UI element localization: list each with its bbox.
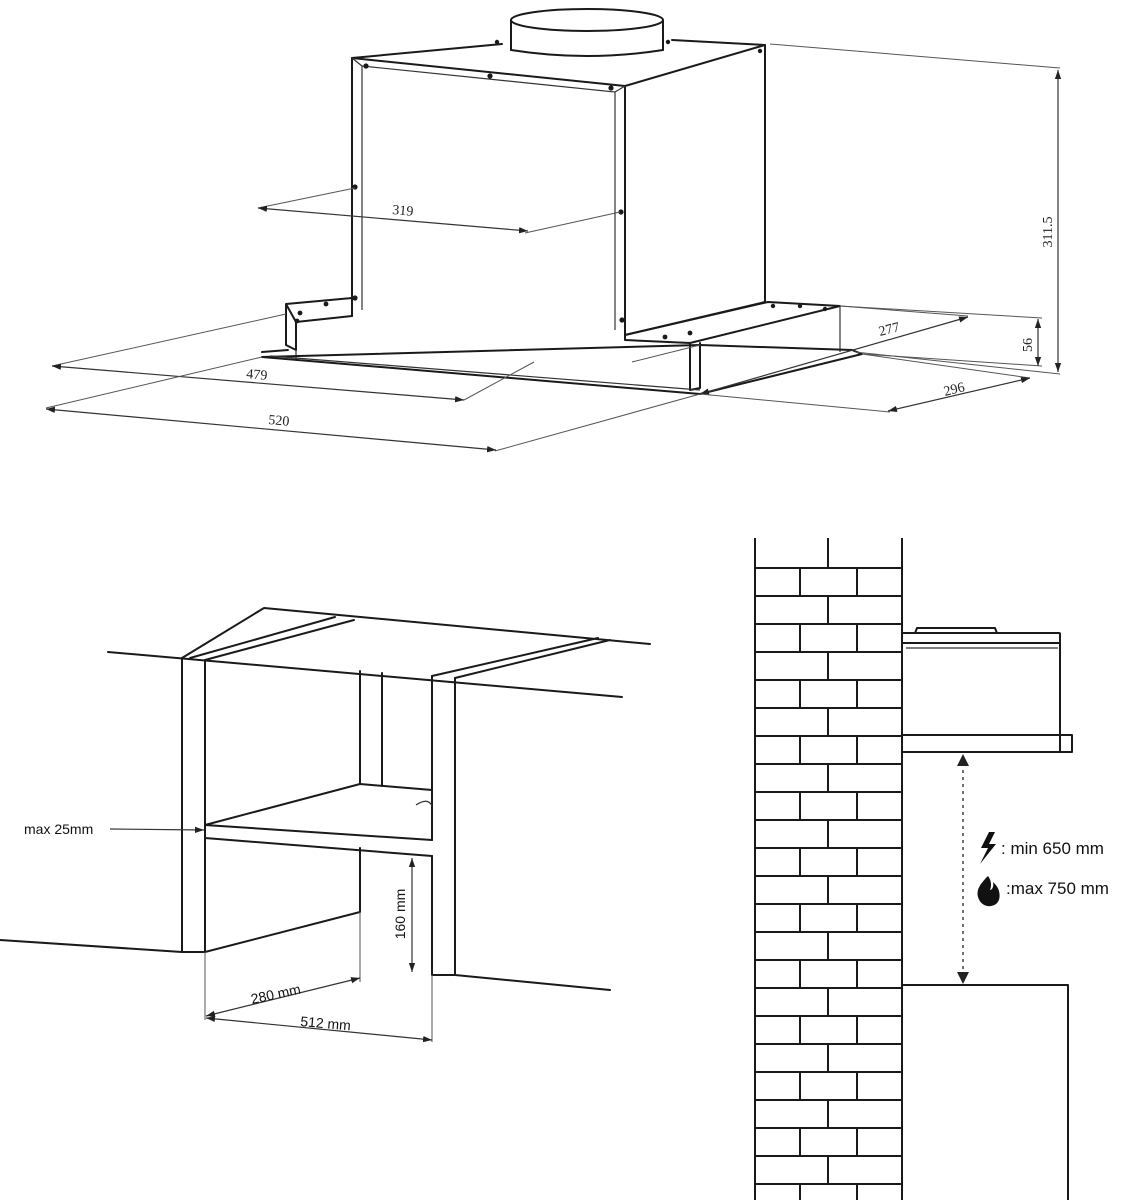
gas-max-label: :max 750 mm: [1006, 879, 1109, 898]
electric-min-label: : min 650 mm: [1001, 839, 1104, 858]
cabinet-shelf: [204, 783, 433, 857]
dim-512mm-label: 512 mm: [300, 1013, 352, 1033]
hood-box-drawing: 319 311.5 277 56 296 479 520: [45, 8, 1062, 453]
box-top-face: [351, 39, 766, 87]
box-front-face: [351, 57, 626, 336]
dim-296-label: 296: [942, 380, 966, 400]
dim-311-label: 311.5: [1041, 217, 1056, 248]
brick-wall: [754, 538, 903, 1200]
dim-479-label: 479: [246, 367, 268, 384]
flame-icon: [977, 876, 1000, 907]
dim-520-label: 520: [268, 413, 290, 430]
cabinet-back-panel: [359, 670, 383, 787]
dim-280mm-label: 280 mm: [249, 981, 302, 1007]
duct-collar: [510, 8, 664, 57]
cabinet-left-panel: [181, 657, 206, 953]
dim-277-label: 277: [877, 320, 901, 340]
dim-319-label: 319: [392, 203, 414, 220]
box-side-face: [624, 44, 766, 336]
cabinet-right-panel: [431, 675, 456, 976]
base-plate: [261, 344, 863, 395]
screws: [294, 39, 828, 340]
counter-unit: [901, 984, 1069, 1200]
lightning-icon: [980, 832, 996, 864]
hood-side-view: [901, 627, 1073, 753]
dim-56-label: 56: [1021, 338, 1036, 352]
left-flange: [285, 297, 353, 351]
wall-drawing: : min 650 mm :max 750 mm: [754, 538, 1109, 1200]
cabinet-drawing: max 25mm 160 mm 280 mm 512 mm: [0, 607, 651, 1043]
cabinet-top-slab: [107, 607, 651, 698]
max-25mm-label: max 25mm: [24, 821, 93, 837]
dim-160mm-label: 160 mm: [392, 889, 408, 940]
cabinet-lower-opening: [0, 847, 611, 991]
